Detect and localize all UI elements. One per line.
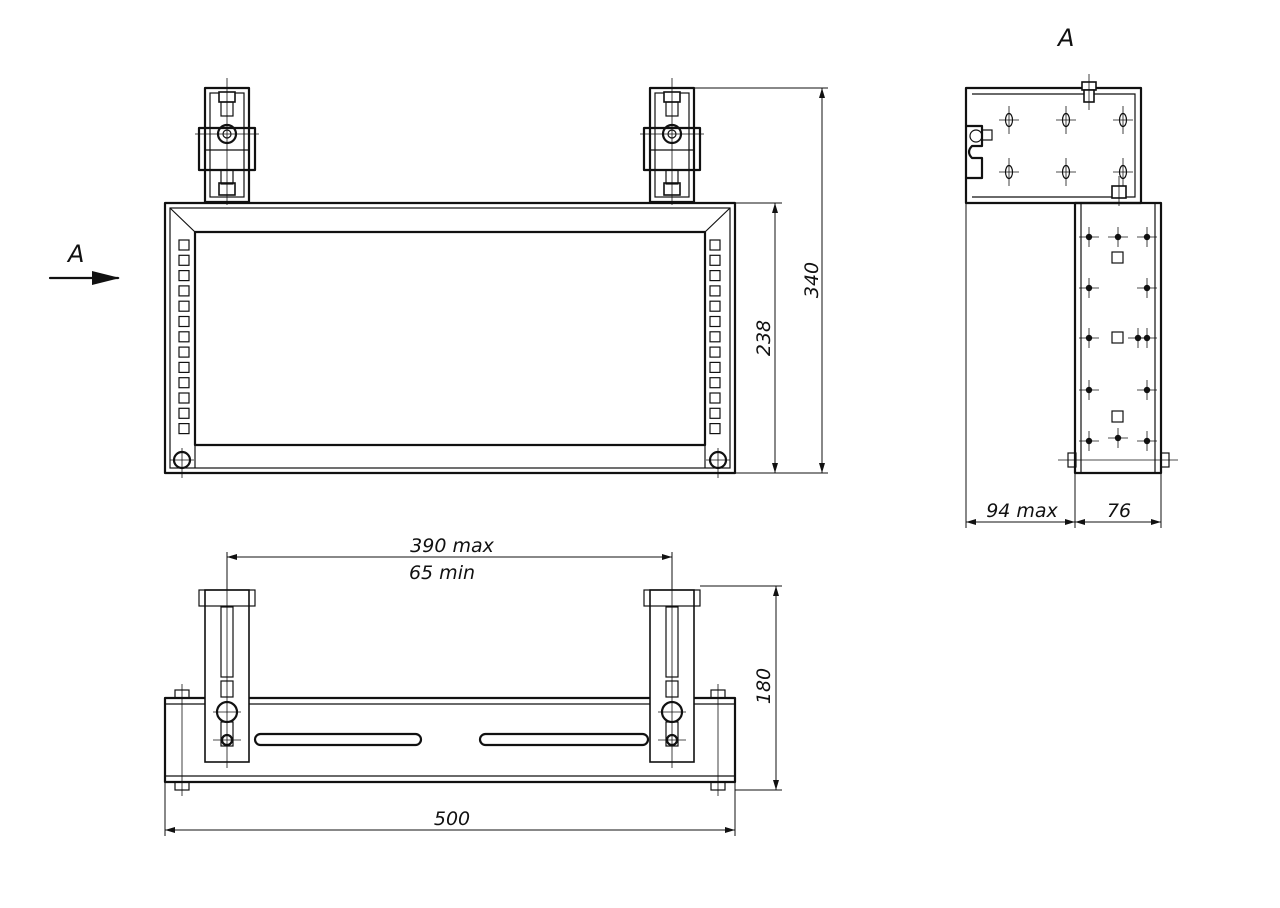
rail-hole	[178, 331, 190, 343]
dim-depth-bracket: 76	[1107, 500, 1131, 522]
dim-height-frame: 238	[753, 320, 775, 356]
view-label: A	[1056, 24, 1074, 52]
bottom-view: 390 max 65 min 180 500	[163, 535, 782, 836]
rail-hole	[178, 407, 190, 419]
rail-hole	[178, 346, 190, 358]
rail-hole	[709, 361, 721, 373]
left-rail-holes	[178, 239, 190, 435]
rail-hole	[178, 377, 190, 389]
hook-clamp	[964, 124, 984, 180]
rail-hole	[709, 239, 721, 251]
rail-hole	[178, 315, 190, 328]
rail-hole	[178, 254, 190, 266]
dim-height-bottom: 180	[753, 668, 775, 704]
dimension-94: 94 max 76	[965, 203, 1162, 528]
rail-hole	[709, 407, 721, 419]
rail-hole	[709, 346, 721, 358]
rail-hole	[709, 285, 721, 297]
adjust-slot-left	[253, 732, 423, 747]
dim-width-total: 500	[434, 808, 470, 830]
dim-spacing-min: 65 min	[409, 562, 475, 584]
rail-hole	[709, 377, 721, 389]
rail-hole	[709, 392, 721, 404]
rail-hole	[709, 423, 721, 435]
dim-spacing-max: 390 max	[410, 535, 494, 557]
rail-hole	[709, 300, 721, 312]
rail-hole	[709, 331, 721, 343]
front-frame-inner	[193, 230, 707, 447]
dim-depth-max: 94 max	[986, 500, 1058, 522]
adjust-slot-right	[478, 732, 650, 747]
dimension-340: 340	[694, 87, 828, 474]
section-label: A	[66, 240, 84, 268]
rail-hole	[178, 361, 190, 373]
rail-hole	[709, 315, 721, 328]
right-rail-holes	[709, 239, 721, 435]
rail-hole	[178, 300, 190, 312]
side-clamp-right	[643, 582, 701, 768]
bracket-slot-holes	[999, 106, 1133, 186]
rail-hole	[178, 423, 190, 435]
plate-holes	[1079, 227, 1157, 451]
section-arrow	[48, 271, 120, 285]
dim-height-total: 340	[801, 262, 823, 298]
dimension-180: 180	[700, 585, 782, 791]
bottom-frame	[163, 696, 737, 784]
side-view-a: A 94 max	[964, 24, 1178, 528]
front-frame-outer	[163, 201, 737, 475]
top-clamp-right	[640, 78, 704, 205]
dimension-spacing: 390 max 65 min	[226, 535, 673, 590]
front-view: A 340 238	[48, 78, 828, 478]
rail-hole	[178, 270, 190, 282]
dimension-500: 500	[164, 782, 736, 836]
rail-hole	[709, 254, 721, 266]
rail-hole	[178, 239, 190, 251]
rail-hole	[709, 270, 721, 282]
rail-hole	[178, 285, 190, 297]
vertical-plate	[1073, 201, 1163, 475]
top-clamp-left	[195, 78, 259, 205]
side-clamp-left	[198, 582, 256, 768]
dimension-238: 238	[735, 202, 782, 473]
rail-hole	[178, 392, 190, 404]
